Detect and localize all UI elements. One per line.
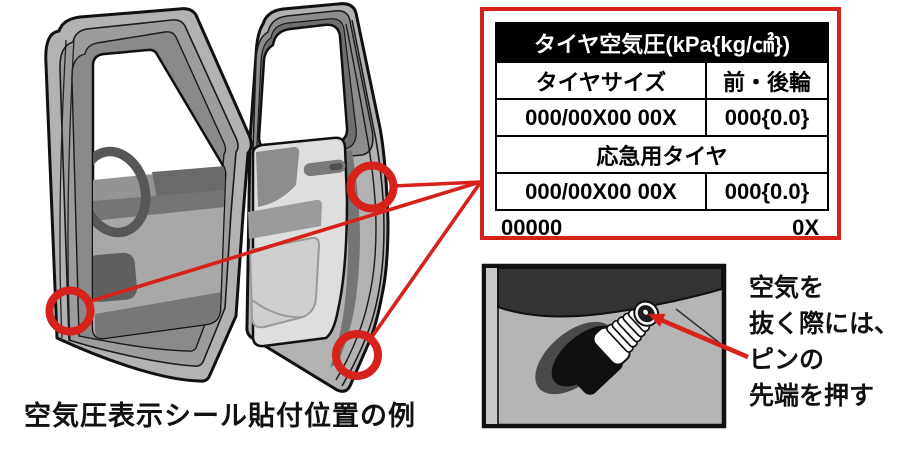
- main-tire-pressure: 000{0.0}: [704, 100, 827, 135]
- tire-size-header: タイヤサイズ: [535, 69, 667, 95]
- door-edge-strip: [486, 268, 498, 424]
- spare-tire-pressure: 000{0.0}: [704, 174, 827, 209]
- right-door-speaker-insert: [256, 147, 300, 207]
- spare-tire-header: 応急用タイヤ: [596, 143, 728, 169]
- right-door-armrest: [248, 199, 322, 239]
- left-door-seal-line-1: [59, 39, 67, 339]
- front-rear-header: 前・後輪: [704, 63, 827, 98]
- illustration-caption: 空気圧表示シール貼付位置の例: [24, 401, 416, 431]
- leader-line-bottom-left: [87, 180, 481, 304]
- leader-lines: [87, 180, 482, 343]
- leader-line-top-right: [392, 180, 481, 188]
- steering-wheel-icon: [93, 146, 151, 238]
- tire-valve: [561, 300, 660, 395]
- sticker-position-markers: [45, 161, 398, 380]
- pressure-table-callout-box: タイヤ空気圧(kPa{kg/㎠}) タイヤサイズ 前・後輪 000/00X00 …: [480, 7, 841, 240]
- label-code-row: 00000 0X: [495, 213, 825, 243]
- main-tire-size: 000/00X00 00X: [525, 104, 677, 130]
- table-header-row: タイヤサイズ 前・後輪: [497, 61, 827, 98]
- right-door-pocket-edge: [251, 299, 304, 319]
- right-door-handle: [303, 159, 346, 177]
- fender-contour-line: [675, 308, 722, 346]
- table-title: タイヤ空気圧(kPa{kg/㎠}): [497, 24, 827, 61]
- valve-note-line-2: 抜く際には、: [749, 310, 900, 338]
- cab-floor-shadow: [95, 292, 222, 339]
- valve-illustration: [481, 263, 749, 429]
- valve-pointer-arrow: [648, 313, 749, 360]
- right-door-edge-band: [330, 150, 360, 368]
- right-door-illustration: [245, 2, 390, 393]
- left-door-seal-line-2: [67, 37, 75, 341]
- left-door-illustration: [44, 7, 253, 383]
- right-door-edge-line-1: [341, 19, 385, 387]
- spare-tire-header-row: 応急用タイヤ: [497, 135, 827, 172]
- valve-pin: [643, 309, 649, 315]
- right-door-edge-line-2: [335, 23, 377, 381]
- spare-tire-row: 000/00X00 00X 000{0.0}: [497, 172, 827, 209]
- valve-note-line-4: 先端を押す: [749, 382, 875, 410]
- valve-note-line-1: 空気を: [749, 274, 825, 302]
- sticker-position-marker-right-door-top: [346, 161, 398, 213]
- right-door-window: [257, 23, 349, 152]
- spare-tire-size: 000/00X00 00X: [525, 178, 677, 204]
- table-title-row: タイヤ空気圧(kPa{kg/㎠}): [497, 24, 827, 61]
- sticker-position-marker-right-door-bottom: [332, 330, 382, 380]
- label-code-right: 0X: [792, 215, 819, 240]
- main-tire-row: 000/00X00 00X 000{0.0}: [497, 98, 827, 135]
- leader-line-bottom-right: [367, 181, 482, 343]
- tire-silhouette: [497, 268, 722, 318]
- valve-instruction-note: 空気を 抜く際には、 ピンの 先端を押す: [749, 270, 899, 414]
- sticker-position-marker-left-door: [45, 286, 95, 336]
- valve-note-line-3: ピンの: [749, 346, 825, 374]
- tire-pressure-table: タイヤ空気圧(kPa{kg/㎠}) タイヤサイズ 前・後輪 000/00X00 …: [495, 22, 829, 211]
- right-door-pocket: [248, 236, 321, 329]
- label-code-left: 00000: [501, 215, 563, 240]
